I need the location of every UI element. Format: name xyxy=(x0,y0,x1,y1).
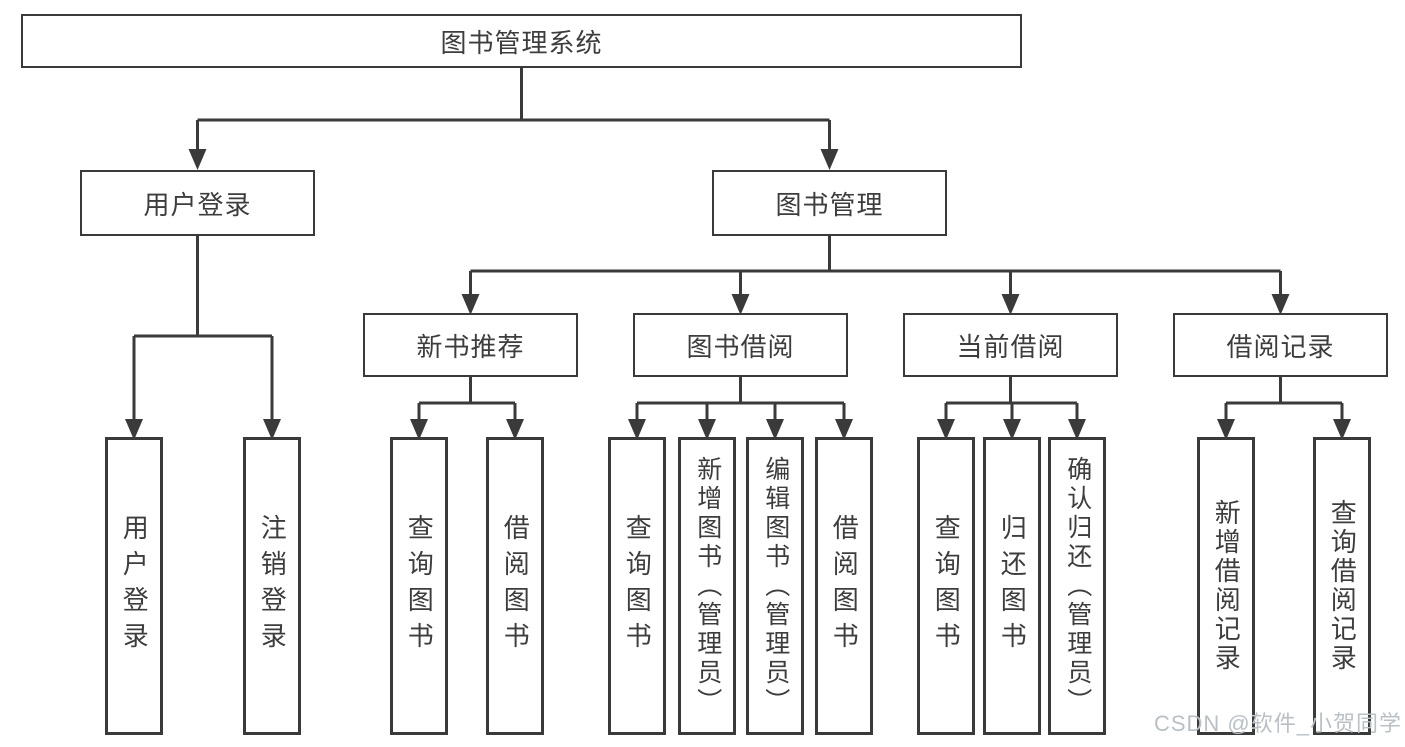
connector-root-to-level2 xyxy=(196,68,831,155)
node-label: 当前借阅 xyxy=(956,331,1065,362)
leaf-label: 新增借阅记录 xyxy=(1211,499,1242,673)
leaf-edit-book-admin: 编辑图书（管理员） xyxy=(746,437,804,735)
leaf-label: 借阅图书 xyxy=(500,514,531,658)
arrowhead-icon xyxy=(1068,419,1086,440)
connector-book-management-group xyxy=(469,236,1282,300)
arrowhead-icon xyxy=(125,419,143,440)
connector-borrowing-records-group xyxy=(1224,377,1344,426)
arrowhead-icon xyxy=(1333,419,1351,440)
node-label: 图书管理系统 xyxy=(440,27,603,58)
leaf-confirm-return-admin: 确认归还（管理员） xyxy=(1048,437,1106,735)
leaf-query-books-current: 查询图书 xyxy=(917,437,975,735)
arrowhead-icon xyxy=(937,419,955,440)
node-current-borrowing: 当前借阅 xyxy=(903,313,1118,377)
leaf-return-books: 归还图书 xyxy=(983,437,1041,735)
leaf-label: 用户登录 xyxy=(119,514,150,658)
leaf-label: 归还图书 xyxy=(997,514,1028,658)
leaf-add-borrow-record: 新增借阅记录 xyxy=(1197,437,1255,735)
node-label: 图书管理 xyxy=(775,189,884,220)
arrowhead-icon xyxy=(766,419,784,440)
arrowhead-icon xyxy=(1003,419,1021,440)
leaf-label: 查询图书 xyxy=(931,514,962,658)
node-label: 用户登录 xyxy=(143,189,252,220)
connector-new-book-group xyxy=(417,377,517,426)
leaf-logout: 注销登录 xyxy=(243,437,301,735)
arrowhead-icon xyxy=(820,149,839,170)
arrowhead-icon xyxy=(835,419,853,440)
arrowhead-icon xyxy=(1217,419,1235,440)
leaf-query-borrow-record: 查询借阅记录 xyxy=(1313,437,1371,735)
leaf-query-books-recommend: 查询图书 xyxy=(390,437,448,735)
node-label: 图书借阅 xyxy=(686,331,795,362)
arrowhead-icon xyxy=(506,419,524,440)
node-label: 新书推荐 xyxy=(416,331,525,362)
node-book-borrowing: 图书借阅 xyxy=(633,313,848,377)
arrowhead-icon xyxy=(1271,294,1290,315)
arrowhead-icon xyxy=(461,294,480,315)
leaf-label: 借阅图书 xyxy=(829,514,860,658)
arrowhead-icon xyxy=(1001,294,1020,315)
connector-current-borrowing-group xyxy=(944,377,1079,426)
arrowhead-icon xyxy=(410,419,428,440)
arrowhead-icon xyxy=(263,419,281,440)
connector-book-borrowing-group xyxy=(635,377,846,426)
arrowhead-icon xyxy=(188,149,207,170)
node-label: 借阅记录 xyxy=(1226,331,1335,362)
node-user-login: 用户登录 xyxy=(80,170,315,236)
node-library-management-system: 图书管理系统 xyxy=(21,14,1022,68)
arrowhead-icon xyxy=(628,419,646,440)
leaf-query-books-borrowing: 查询图书 xyxy=(608,437,666,735)
leaf-user-login: 用户登录 xyxy=(105,437,163,735)
arrowhead-icon xyxy=(731,294,750,315)
leaf-label: 确认归还（管理员） xyxy=(1063,455,1092,717)
leaf-borrow-books-recommend: 借阅图书 xyxy=(486,437,544,735)
arrowhead-icon xyxy=(698,419,716,440)
leaf-label: 查询借阅记录 xyxy=(1327,499,1358,673)
csdn-watermark: CSDN @软件_小贺同学 xyxy=(1153,711,1402,736)
node-borrowing-records: 借阅记录 xyxy=(1173,313,1388,377)
leaf-add-book-admin: 新增图书（管理员） xyxy=(678,437,736,735)
connector-user-login-group xyxy=(132,236,274,426)
leaf-label: 编辑图书（管理员） xyxy=(761,455,790,717)
leaf-borrow-books-borrowing: 借阅图书 xyxy=(815,437,873,735)
leaf-label: 查询图书 xyxy=(622,514,653,658)
node-new-book-recommendation: 新书推荐 xyxy=(363,313,578,377)
leaf-label: 注销登录 xyxy=(257,514,288,658)
leaf-label: 新增图书（管理员） xyxy=(693,455,722,717)
leaf-label: 查询图书 xyxy=(404,514,435,658)
node-book-management: 图书管理 xyxy=(712,170,947,236)
